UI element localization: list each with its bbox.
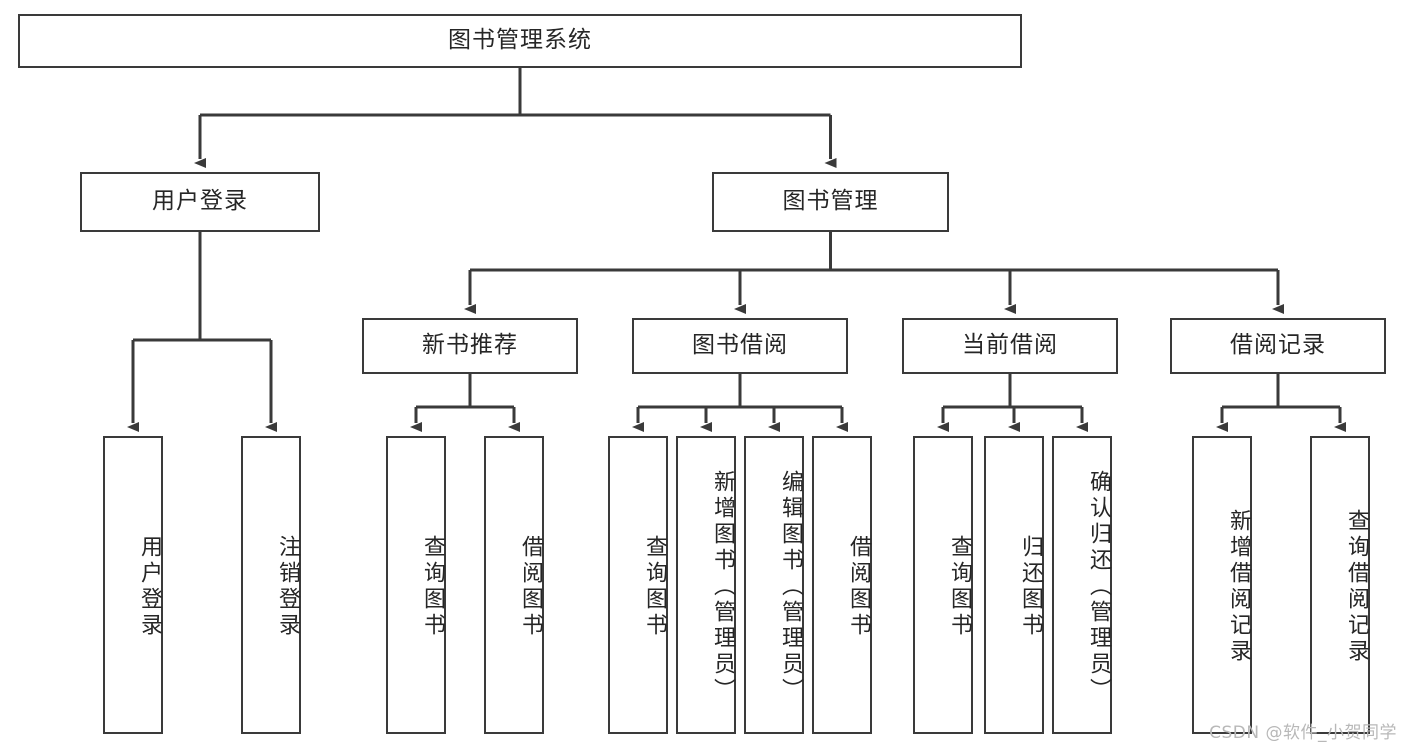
node-label: 新书推荐 bbox=[422, 332, 518, 359]
node-label: 查询图书 bbox=[947, 535, 972, 639]
node-leaf-borrow-book[interactable]: 借阅图书 bbox=[812, 436, 872, 734]
node-leaf-query-borrow-record[interactable]: 查询借阅记录 bbox=[1310, 436, 1370, 734]
node-label: 用户登录 bbox=[152, 188, 248, 215]
node-new-book-recommend[interactable]: 新书推荐 bbox=[362, 318, 578, 374]
node-leaf-query-book-current[interactable]: 查询图书 bbox=[913, 436, 973, 734]
node-leaf-logout[interactable]: 注销登录 bbox=[241, 436, 301, 734]
node-book-borrow[interactable]: 图书借阅 bbox=[632, 318, 848, 374]
node-leaf-add-borrow-record[interactable]: 新增借阅记录 bbox=[1192, 436, 1252, 734]
node-leaf-query-book-borrow[interactable]: 查询图书 bbox=[608, 436, 668, 734]
node-label: 编辑图书（管理员） bbox=[778, 470, 803, 704]
node-leaf-confirm-return[interactable]: 确认归还（管理员） bbox=[1052, 436, 1112, 734]
node-leaf-user-login[interactable]: 用户登录 bbox=[103, 436, 163, 734]
node-label: 归还图书 bbox=[1018, 535, 1043, 639]
node-leaf-add-book[interactable]: 新增图书（管理员） bbox=[676, 436, 736, 734]
node-user-login[interactable]: 用户登录 bbox=[80, 172, 320, 232]
watermark-label: CSDN @软件_小贺同学 bbox=[1209, 723, 1397, 743]
node-label: 借阅图书 bbox=[846, 535, 871, 639]
node-label: 确认归还（管理员） bbox=[1086, 470, 1111, 704]
node-root[interactable]: 图书管理系统 bbox=[18, 14, 1022, 68]
node-borrow-record[interactable]: 借阅记录 bbox=[1170, 318, 1386, 374]
node-label: 查询借阅记录 bbox=[1344, 509, 1369, 665]
node-label: 查询图书 bbox=[642, 535, 667, 639]
node-label: 新增借阅记录 bbox=[1226, 509, 1251, 665]
node-label: 用户登录 bbox=[137, 535, 162, 639]
node-leaf-edit-book[interactable]: 编辑图书（管理员） bbox=[744, 436, 804, 734]
node-label: 借阅记录 bbox=[1230, 332, 1326, 359]
node-label: 图书借阅 bbox=[692, 332, 788, 359]
node-current-borrow[interactable]: 当前借阅 bbox=[902, 318, 1118, 374]
node-label: 借阅图书 bbox=[518, 535, 543, 639]
node-book-manage[interactable]: 图书管理 bbox=[712, 172, 949, 232]
node-label: 图书管理 bbox=[782, 188, 879, 215]
node-label: 当前借阅 bbox=[962, 332, 1058, 359]
node-label: 注销登录 bbox=[275, 535, 300, 639]
node-leaf-return-book[interactable]: 归还图书 bbox=[984, 436, 1044, 734]
node-label: 查询图书 bbox=[420, 535, 445, 639]
node-label: 新增图书（管理员） bbox=[710, 470, 735, 704]
node-leaf-borrow-book-recommend[interactable]: 借阅图书 bbox=[484, 436, 544, 734]
node-label: 图书管理系统 bbox=[448, 27, 592, 54]
node-leaf-query-book-recommend[interactable]: 查询图书 bbox=[386, 436, 446, 734]
